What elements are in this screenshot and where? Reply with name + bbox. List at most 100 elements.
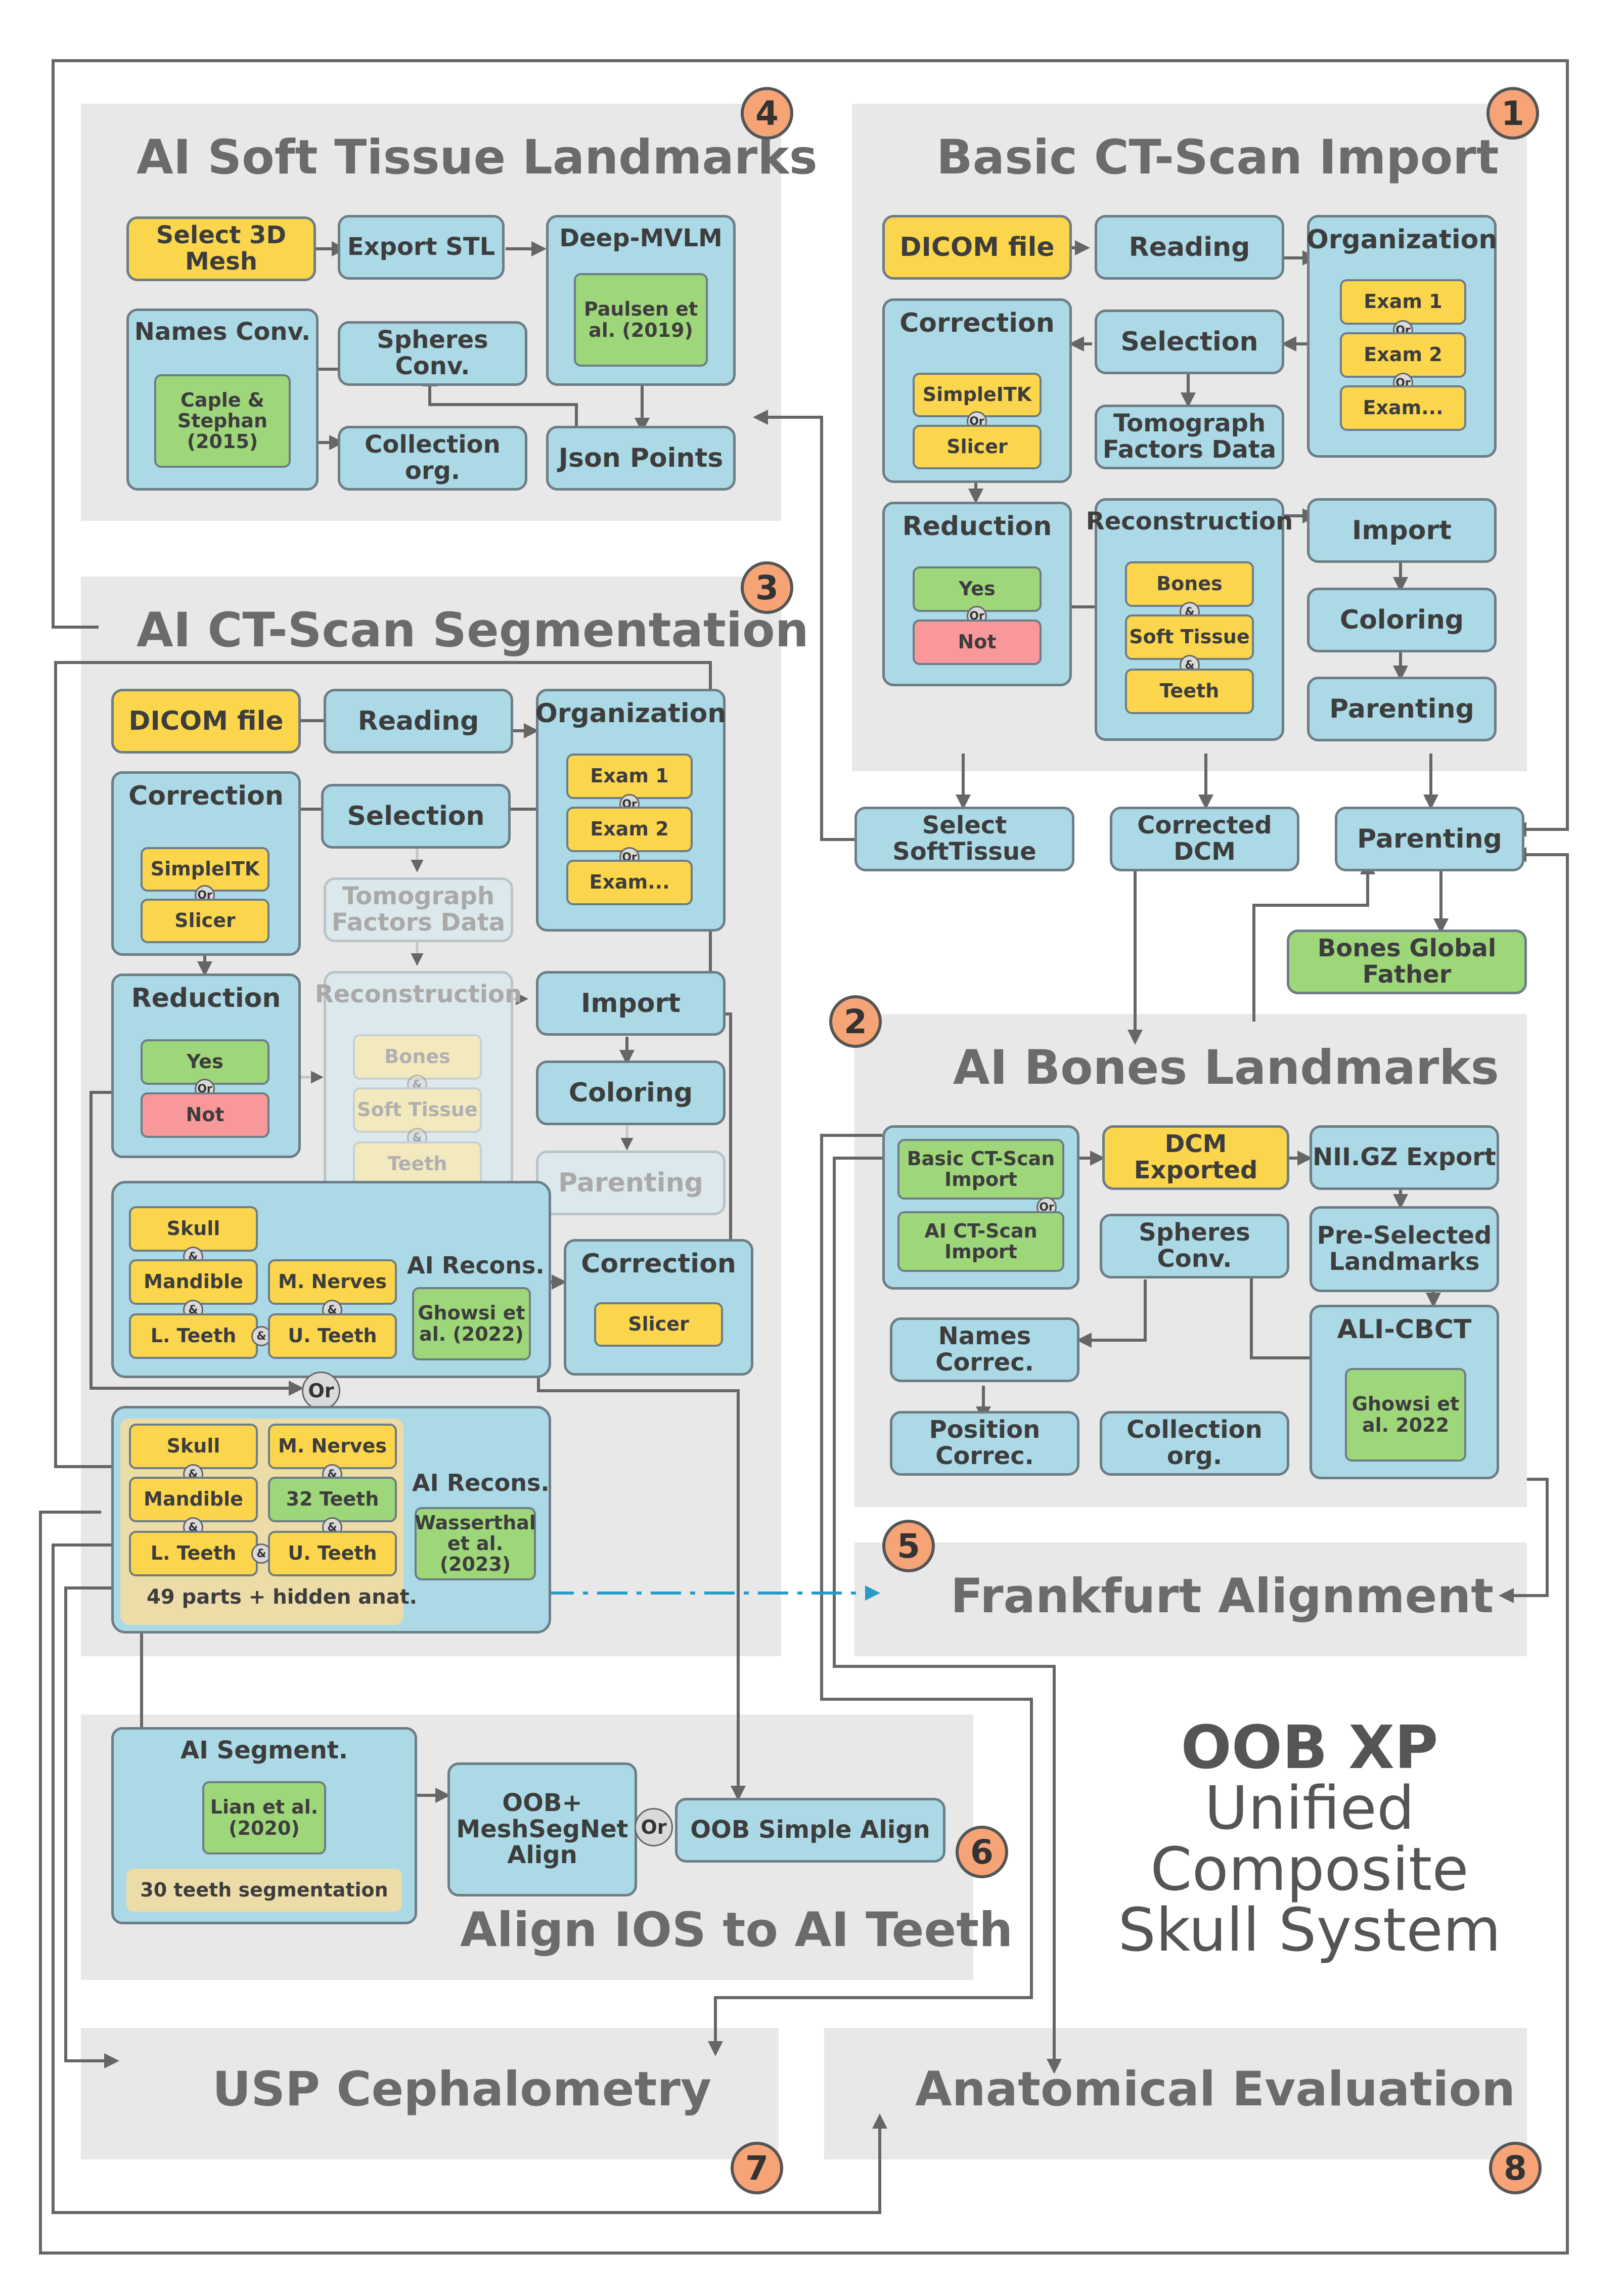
s3-selection-box: Selection — [321, 784, 511, 849]
section-anatomical-evaluation — [824, 2028, 1527, 2159]
section-8-title: Anatomical Evaluation — [915, 2062, 1516, 2117]
section-1-badge: 1 — [1486, 87, 1539, 140]
s3-correction2-label: Correction — [581, 1249, 736, 1279]
oob-simple-align-box: OOB Simple Align — [675, 1798, 945, 1863]
section-usp-cephalometry — [81, 2028, 779, 2159]
output-parenting-box: Parenting — [1335, 807, 1524, 871]
nii-gz-export-box: NII.GZ Export — [1310, 1125, 1499, 1190]
section-frankfurt-alignment — [854, 1542, 1527, 1656]
s3-tomograph-box: Tomograph Factors Data — [324, 877, 513, 942]
export-stl-box: Export STL — [338, 215, 505, 280]
section-8-badge: 8 — [1489, 2142, 1542, 2194]
main-title: OOB XP Unified Composite Skull System — [1110, 1712, 1509, 1965]
main-title-line-2: Unified — [1204, 1773, 1415, 1843]
parts-note: 49 parts + hidden anat. — [147, 1585, 417, 1609]
s1-exam-2: Exam 2 — [1340, 332, 1466, 378]
s1-exam-more: Exam... — [1340, 385, 1466, 431]
s1-import-box: Import — [1307, 498, 1497, 563]
or-connector-large: Or — [302, 1372, 340, 1410]
s3-32-teeth: 32 Teeth — [268, 1477, 397, 1522]
oob-meshsegnet-align-box: OOB+ MeshSegNet Align — [447, 1762, 637, 1896]
ghowsi-reference: Ghowsi et al. (2022) — [412, 1287, 531, 1360]
caple-reference: Caple & Stephan (2015) — [154, 374, 291, 468]
s1-dicom-file-box: DICOM file — [882, 215, 1072, 280]
bones-global-father-box: Bones Global Father — [1287, 930, 1527, 994]
basic-ct-scan-import: Basic CT-Scan Import — [897, 1139, 1064, 1200]
s3-teeth: Teeth — [353, 1141, 482, 1187]
s3-reading-box: Reading — [324, 689, 513, 754]
section-3-badge: 3 — [741, 561, 793, 614]
select-3d-mesh-box: Select 3D Mesh — [126, 216, 316, 281]
ai-recons-label: AI Recons. — [407, 1252, 545, 1279]
corrected-dcm-box: Corrected DCM — [1110, 807, 1299, 871]
dcm-exported-box: DCM Exported — [1102, 1125, 1289, 1190]
position-correc-box: Position Correc. — [890, 1411, 1079, 1476]
s1-soft-tissue: Soft Tissue — [1125, 614, 1254, 660]
s2-collection-org-box: Collection org. — [1100, 1411, 1289, 1476]
s3-slicer2: Slicer — [594, 1302, 723, 1347]
lian-reference: Lian et al. (2020) — [202, 1781, 326, 1855]
section-4-badge: 4 — [741, 87, 793, 140]
s3-exam-more: Exam... — [566, 860, 693, 905]
section-4-title: AI Soft Tissue Landmarks — [137, 130, 818, 185]
s3-mandible-2: Mandible — [129, 1477, 258, 1522]
s3-l-teeth-2: L. Teeth — [129, 1531, 258, 1576]
ghowsi-2022-reference: Ghowsi et al. 2022 — [1345, 1368, 1466, 1462]
section-2-title: AI Bones Landmarks — [953, 1040, 1499, 1095]
s3-parenting-box: Parenting — [536, 1151, 726, 1215]
main-title-line-1: OOB XP — [1181, 1712, 1438, 1782]
teeth-30-segmentation: 30 teeth segmentation — [126, 1869, 402, 1912]
section-1-title: Basic CT-Scan Import — [936, 130, 1499, 185]
pre-selected-landmarks-box: Pre-Selected Landmarks — [1310, 1206, 1499, 1292]
s3-yes: Yes — [141, 1039, 269, 1085]
s3-import-box: Import — [536, 971, 726, 1036]
s3-dicom-file-box: DICOM file — [111, 689, 301, 754]
collection-org-box: Collection org. — [338, 426, 527, 491]
s3-mandible: Mandible — [129, 1259, 258, 1305]
section-5-badge: 5 — [882, 1520, 935, 1572]
section-6-badge: 6 — [956, 1826, 1008, 1878]
s3-skull-2: Skull — [129, 1424, 258, 1469]
s1-selection-box: Selection — [1095, 310, 1284, 374]
s3-skull: Skull — [129, 1206, 258, 1252]
s1-exam-1: Exam 1 — [1340, 279, 1466, 325]
s3-exam-2: Exam 2 — [566, 807, 693, 852]
s3-bones: Bones — [353, 1034, 482, 1080]
section-5-title: Frankfurt Alignment — [951, 1569, 1494, 1624]
s1-slicer: Slicer — [913, 425, 1042, 469]
s1-bones: Bones — [1125, 561, 1254, 607]
section-7-badge: 7 — [731, 2142, 783, 2194]
or-connector-large: Or — [635, 1808, 673, 1846]
s1-parenting-box: Parenting — [1307, 677, 1497, 741]
s1-teeth: Teeth — [1125, 669, 1254, 714]
s3-soft-tissue: Soft Tissue — [353, 1087, 482, 1133]
ai-recons-2-label: AI Recons. — [412, 1469, 550, 1496]
spheres-conv-box: Spheres Conv. — [338, 321, 527, 386]
section-7-title: USP Cephalometry — [212, 2062, 712, 2117]
main-title-line-4: Skull System — [1118, 1895, 1501, 1965]
s3-l-teeth: L. Teeth — [129, 1313, 258, 1359]
s3-exam-1: Exam 1 — [566, 754, 693, 799]
s3-slicer: Slicer — [141, 899, 269, 943]
s3-not: Not — [141, 1092, 269, 1138]
s1-simpleitk: SimpleITK — [913, 373, 1042, 417]
s1-coloring-box: Coloring — [1307, 588, 1497, 652]
json-points-box: Json Points — [546, 426, 736, 491]
s3-simpleitk: SimpleITK — [141, 847, 269, 892]
s1-yes: Yes — [913, 566, 1042, 612]
s1-reading-box: Reading — [1095, 215, 1284, 280]
select-softtissue-box: Select SoftTissue — [854, 807, 1074, 871]
ai-ct-scan-import: AI CT-Scan Import — [897, 1211, 1064, 1272]
s1-not: Not — [913, 620, 1042, 665]
section-3-title: AI CT-Scan Segmentation — [137, 603, 809, 658]
s3-m-nerves-2: M. Nerves — [268, 1424, 397, 1469]
s2-spheres-conv-box: Spheres Conv. — [1100, 1214, 1289, 1278]
section-2-badge: 2 — [829, 995, 882, 1048]
s3-coloring-box: Coloring — [536, 1061, 726, 1125]
s3-u-teeth: U. Teeth — [268, 1313, 397, 1359]
wasserthal-reference: Wasserthal et al. (2023) — [415, 1507, 536, 1580]
s3-m-nerves: M. Nerves — [268, 1259, 397, 1305]
paulsen-reference: Paulsen et al. (2019) — [574, 273, 708, 367]
